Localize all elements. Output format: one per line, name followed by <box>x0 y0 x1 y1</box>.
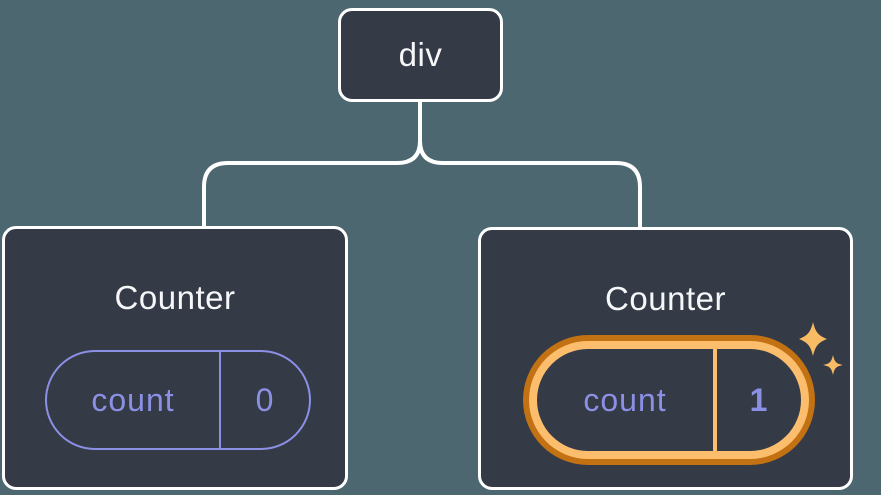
counter-node-left: Counter count 0 <box>2 226 348 490</box>
sparkle-large <box>799 322 827 356</box>
sparkles-icon <box>799 322 843 375</box>
state-pill-right-highlight: count 1 <box>523 335 815 465</box>
state-key-left: count <box>47 352 221 448</box>
root-node: div <box>338 8 503 102</box>
state-value-right: 1 <box>749 381 769 418</box>
state-pill-right-highlight-inner-ring: count 1 <box>529 341 809 459</box>
state-pill-left: count 0 <box>45 350 311 450</box>
sparkle-small <box>823 355 843 375</box>
counter-right-title: Counter <box>605 280 726 317</box>
connector-left-branch <box>202 98 422 230</box>
root-node-label: div <box>398 36 443 73</box>
state-key-right: count <box>537 349 717 451</box>
state-pill-right: count 1 <box>537 349 801 451</box>
connector-right-branch <box>418 98 642 231</box>
state-value-left: 0 <box>255 381 275 418</box>
counter-node-right: Counter count 1 <box>478 227 853 490</box>
counter-left-title: Counter <box>114 279 236 316</box>
